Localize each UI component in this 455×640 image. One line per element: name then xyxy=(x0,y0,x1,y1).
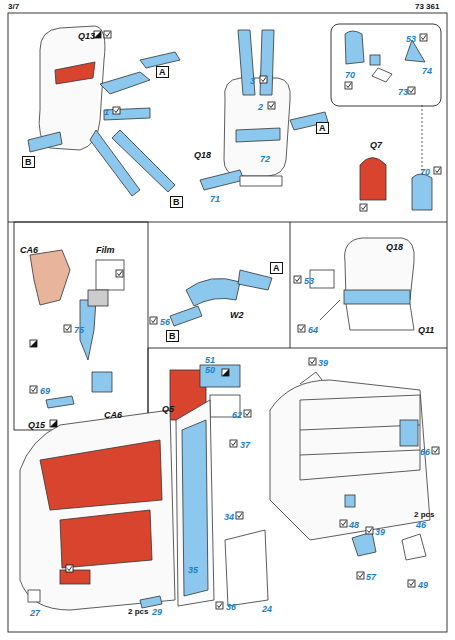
callout-number: 2 xyxy=(258,102,263,112)
callout-number: 39 xyxy=(318,358,328,368)
callout-number: 56 xyxy=(160,317,170,327)
callout-number: 69 xyxy=(40,386,50,396)
callout-number: 71 xyxy=(210,194,220,204)
callout-number: 74 xyxy=(422,66,432,76)
callout-number: 57 xyxy=(366,572,376,582)
callout-number: 73 xyxy=(398,87,408,97)
part-code: Q18 xyxy=(386,242,403,252)
callout-number: 3 xyxy=(250,76,255,86)
assembly-ref: B xyxy=(170,196,183,208)
callout-number: 53 xyxy=(406,34,416,44)
callout-number: 36 xyxy=(226,602,236,612)
callout-number: 46 xyxy=(416,520,426,530)
assembly-ref: A xyxy=(316,122,329,134)
callout-number: 62 xyxy=(232,410,242,420)
callout-number: 37 xyxy=(240,440,250,450)
callout-number: 75 xyxy=(74,325,84,335)
callout-number: 24 xyxy=(262,604,272,614)
callout-number: 72 xyxy=(260,154,270,164)
callout-number: 51 xyxy=(205,355,215,365)
callout-number: 35 xyxy=(188,565,198,575)
part-code: Q5 xyxy=(162,404,174,414)
callout-number: 73 361 xyxy=(415,2,439,12)
callout-number: 3/7 xyxy=(8,2,19,12)
callout-number: 39 xyxy=(375,527,385,537)
part-code: Q11 xyxy=(418,325,434,335)
callout-number: 53 xyxy=(304,276,314,286)
part-code: Film xyxy=(96,245,115,255)
part-code: CA6 xyxy=(104,410,122,420)
callout-number: 2 pcs xyxy=(414,510,434,520)
callout-number: 48 xyxy=(349,520,359,530)
part-code: CA6 xyxy=(20,245,38,255)
callout-number: 34 xyxy=(224,512,234,522)
callout-number: 50 xyxy=(205,365,215,375)
callout-number: 64 xyxy=(308,325,318,335)
callout-number: 70 xyxy=(345,70,355,80)
callout-number: 49 xyxy=(418,580,428,590)
callout-number: 2 pcs xyxy=(128,607,148,617)
part-code: Q15 xyxy=(28,420,45,430)
callout-number: 1 xyxy=(104,107,109,117)
callout-number: 27 xyxy=(30,608,40,618)
callout-number: 29 xyxy=(152,607,162,617)
assembly-ref: A xyxy=(270,262,283,274)
part-code: Q7 xyxy=(370,140,382,150)
callout-number: 66 xyxy=(420,447,430,457)
callout-number: 70 xyxy=(420,167,430,177)
assembly-ref: A xyxy=(156,66,169,78)
part-code: W2 xyxy=(230,310,244,320)
assembly-ref: B xyxy=(166,330,179,342)
part-code: Q13 xyxy=(78,31,95,41)
part-code: Q18 xyxy=(194,150,211,160)
assembly-ref: B xyxy=(22,156,35,168)
